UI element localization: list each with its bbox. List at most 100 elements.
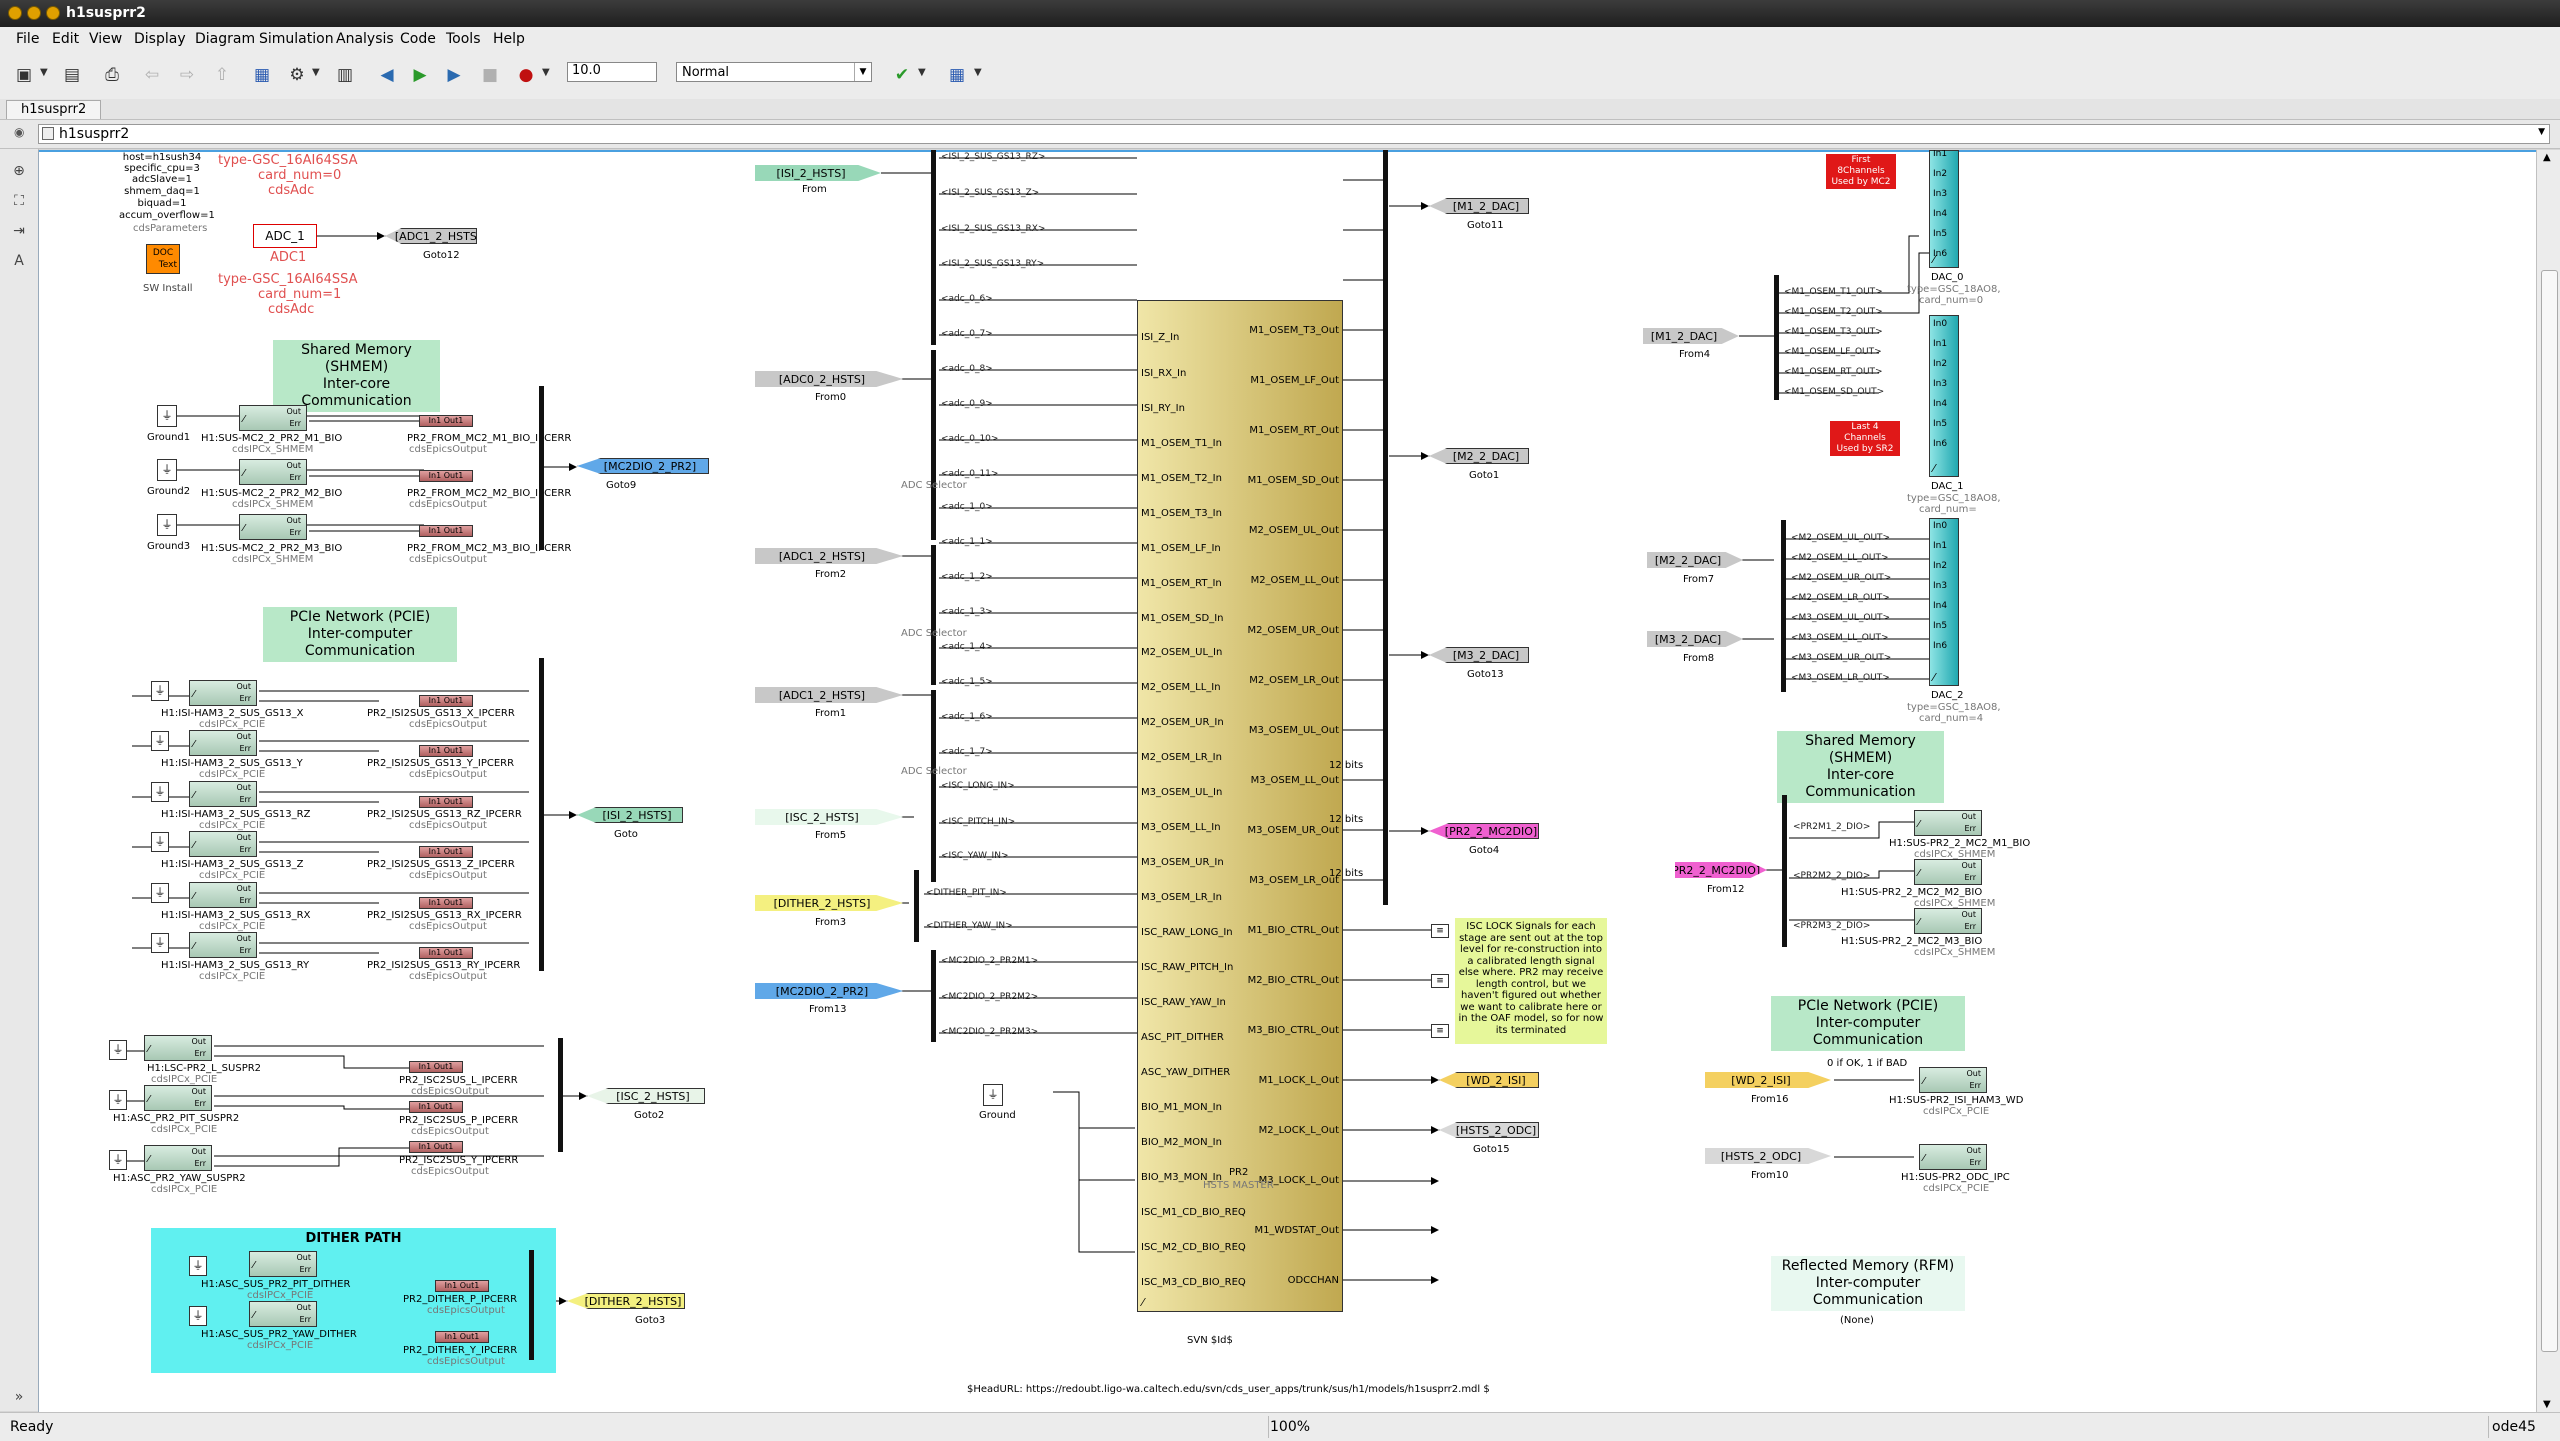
model-explorer-icon[interactable]: ▥: [336, 65, 354, 85]
from-isi-tag[interactable]: [ISI_2_HSTS]: [755, 165, 881, 181]
menu-simulation[interactable]: Simulation: [259, 31, 334, 47]
ground3-block[interactable]: ⏚: [157, 514, 177, 536]
epics-m3-block[interactable]: In1 Out1: [419, 525, 473, 537]
grid-dropdown-icon[interactable]: ▼: [974, 67, 982, 78]
terminator-1[interactable]: ≡: [1431, 924, 1449, 938]
record-icon[interactable]: ●: [518, 65, 534, 85]
ground-block[interactable]: ⏚: [151, 782, 169, 802]
menu-tools[interactable]: Tools: [446, 31, 481, 47]
ground2-block[interactable]: ⏚: [157, 459, 177, 481]
model-settings-icon[interactable]: ⚙: [289, 65, 305, 85]
check-dropdown-icon[interactable]: ▼: [918, 67, 926, 78]
ground1-block[interactable]: ⏚: [157, 405, 177, 427]
mc2dio-bus-selector[interactable]: [931, 950, 936, 1042]
save-icon[interactable]: ▤: [63, 65, 81, 85]
from2-tag[interactable]: [ADC1_2_HSTS]: [755, 548, 903, 564]
epics-dither-block[interactable]: In1 Out1: [435, 1280, 489, 1292]
menu-file[interactable]: File: [16, 31, 40, 47]
up-icon[interactable]: ⇧: [214, 65, 230, 85]
ground-block[interactable]: ⏚: [151, 832, 169, 852]
menu-display[interactable]: Display: [134, 31, 186, 47]
from10-tag[interactable]: [HSTS_2_ODC]: [1705, 1148, 1831, 1164]
check-icon[interactable]: ✔: [894, 65, 910, 85]
goto9-tag[interactable]: [MC2DIO_2_PR2]: [577, 458, 709, 474]
sw-install-block[interactable]: DOC Text: [146, 244, 180, 274]
adc0-selector[interactable]: [931, 350, 936, 540]
chevron-down-icon[interactable]: ▼: [2538, 127, 2545, 137]
annotation-icon[interactable]: A: [14, 253, 24, 269]
asc-left-mux[interactable]: [558, 1038, 563, 1152]
ground-block[interactable]: ⏚: [151, 883, 169, 903]
diagram-canvas[interactable]: host=h1sush34 specific_cpu=3 adcSlave=1 …: [38, 150, 2536, 1412]
zoom-in-icon[interactable]: ⊕: [13, 163, 25, 179]
epics-isi-block[interactable]: In1 Out1: [419, 947, 473, 959]
stop-icon[interactable]: ■: [481, 65, 499, 85]
epics-m2-block[interactable]: In1 Out1: [419, 470, 473, 482]
arrow-icon[interactable]: ⇥: [13, 223, 25, 239]
close-window-button[interactable]: [8, 6, 22, 20]
stop-time-input[interactable]: 10.0: [567, 62, 657, 82]
menu-view[interactable]: View: [89, 31, 123, 47]
scroll-thumb[interactable]: [2541, 270, 2558, 1352]
adc1-selector-b[interactable]: [931, 690, 936, 802]
settings-dropdown-icon[interactable]: ▼: [312, 67, 320, 78]
record-dropdown-icon[interactable]: ▼: [542, 67, 550, 78]
hide-browser-icon[interactable]: ◉: [14, 125, 25, 139]
model-path-box[interactable]: h1susprr2 ▼: [38, 124, 2550, 144]
from7-tag[interactable]: [M2_2_DAC]: [1647, 552, 1743, 568]
epics-asc-block[interactable]: In1 Out1: [409, 1101, 463, 1113]
step-forward-icon[interactable]: ▶: [447, 65, 461, 85]
from0-tag[interactable]: [ADC0_2_HSTS]: [755, 371, 903, 387]
print-icon[interactable]: ⎙: [105, 65, 119, 85]
tab-model[interactable]: h1susprr2: [6, 100, 102, 119]
forward-icon[interactable]: ⇨: [179, 65, 195, 85]
epics-asc-block[interactable]: In1 Out1: [409, 1141, 463, 1153]
epics-m1-block[interactable]: In1 Out1: [419, 415, 473, 427]
new-model-icon[interactable]: ▣: [15, 65, 33, 85]
epics-isi-block[interactable]: In1 Out1: [419, 796, 473, 808]
m23-dac-selector[interactable]: [1781, 520, 1786, 692]
grid-icon[interactable]: ▦: [948, 65, 966, 85]
run-icon[interactable]: ▶: [413, 65, 427, 85]
from5-tag[interactable]: [ISC_2_HSTS]: [755, 809, 903, 825]
minimize-window-button[interactable]: [27, 6, 41, 20]
epics-isi-block[interactable]: In1 Out1: [419, 695, 473, 707]
epics-isi-block[interactable]: In1 Out1: [419, 897, 473, 909]
shmem-left-mux[interactable]: [539, 386, 544, 550]
pr2-output-mux[interactable]: [1383, 150, 1388, 905]
dither-bus-selector[interactable]: [914, 870, 919, 942]
goto13-tag[interactable]: [M3_2_DAC]: [1429, 647, 1529, 663]
ground-block[interactable]: ⏚: [109, 1090, 127, 1110]
goto11-tag[interactable]: [M1_2_DAC]: [1429, 198, 1529, 214]
goto-isi-tag[interactable]: [ISI_2_HSTS]: [577, 807, 683, 823]
scroll-up-icon[interactable]: ▲: [2543, 152, 2551, 163]
expand-icon[interactable]: »: [14, 1389, 24, 1405]
ground-block[interactable]: ⏚: [189, 1306, 207, 1326]
isc-bus-selector[interactable]: [931, 800, 936, 882]
goto1-tag[interactable]: [M2_2_DAC]: [1429, 448, 1529, 464]
terminator-3[interactable]: ≡: [1431, 1024, 1449, 1038]
adc1-selector-a[interactable]: [931, 545, 936, 685]
goto-wd-tag[interactable]: [WD_2_ISI]: [1439, 1072, 1539, 1088]
goto4-tag[interactable]: [PR2_2_MC2DIO]: [1429, 823, 1539, 839]
menu-analysis[interactable]: Analysis: [336, 31, 394, 47]
from16-tag[interactable]: [WD_2_ISI]: [1705, 1072, 1831, 1088]
new-dropdown-icon[interactable]: ▼: [40, 67, 48, 78]
ground-block[interactable]: ⏚: [151, 731, 169, 751]
from13-tag[interactable]: [MC2DIO_2_PR2]: [755, 983, 903, 999]
epics-isi-block[interactable]: In1 Out1: [419, 846, 473, 858]
epics-isi-block[interactable]: In1 Out1: [419, 745, 473, 757]
